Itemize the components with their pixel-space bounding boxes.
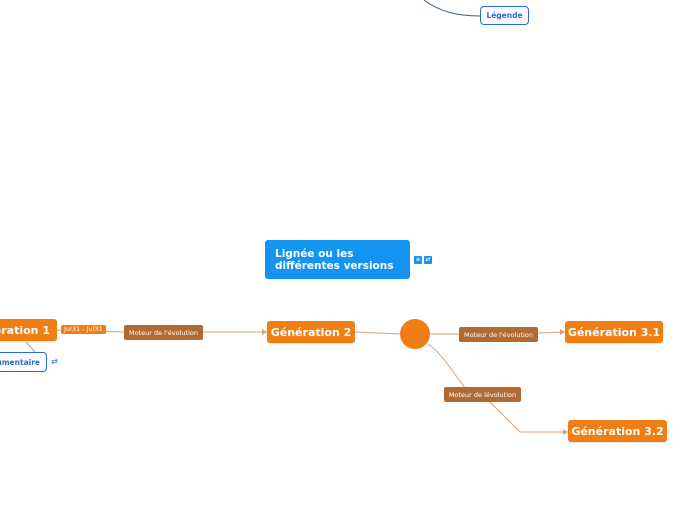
evolution-engine-2-label: Moteur de l'évolution — [464, 330, 533, 339]
connector-gen2-circle — [354, 331, 401, 335]
connector-circle-engine3 — [427, 343, 466, 389]
arrowhead-gen31 — [560, 329, 565, 335]
generation-2-node[interactable]: Génération 2 — [267, 321, 355, 343]
central-topic[interactable]: Lignée ou les différentes versions — [265, 240, 410, 279]
legend-label: Légende — [486, 11, 523, 20]
arrowhead-gen32 — [563, 429, 568, 435]
arrowhead-gen2 — [262, 329, 267, 335]
comment-node[interactable]: umentaire — [0, 352, 47, 372]
evolution-engine-1[interactable]: Moteur de l'évolution — [124, 325, 203, 340]
connector-engine3-gen32 — [489, 401, 568, 433]
generation-1-label: ération 1 — [0, 323, 50, 337]
generation-2-label: Génération 2 — [270, 325, 352, 339]
link-icon[interactable]: ⇄ — [424, 256, 432, 264]
evolution-engine-1-label: Moteur de l'évolution — [129, 328, 198, 337]
generation-3-1-node[interactable]: Génération 3.1 — [565, 321, 663, 343]
generation-3-2-node[interactable]: Génération 3.2 — [568, 420, 667, 442]
comment-label: umentaire — [0, 357, 40, 367]
generation-1-node[interactable]: ération 1 — [0, 319, 57, 341]
legend-node[interactable]: Légende — [480, 6, 529, 25]
link-icon[interactable]: ⇄ — [51, 357, 58, 366]
evolution-engine-3-label: Moteur de lévolution — [448, 390, 517, 399]
evolution-engine-3[interactable]: Moteur de lévolution — [444, 387, 521, 402]
generation-3-2-label: Génération 3.2 — [571, 424, 664, 438]
date-badge: Jul31 - Jul31 — [61, 325, 106, 334]
generation-3-1-label: Génération 3.1 — [567, 325, 661, 339]
evolution-engine-2[interactable]: Moteur de l'évolution — [459, 327, 538, 342]
note-icon[interactable]: ≡ — [414, 256, 422, 264]
branch-circle-node[interactable] — [400, 319, 430, 349]
legend-connector — [423, 0, 481, 17]
connector-gen1-comment — [25, 341, 36, 353]
central-topic-label: Lignée ou les différentes versions — [275, 247, 394, 272]
